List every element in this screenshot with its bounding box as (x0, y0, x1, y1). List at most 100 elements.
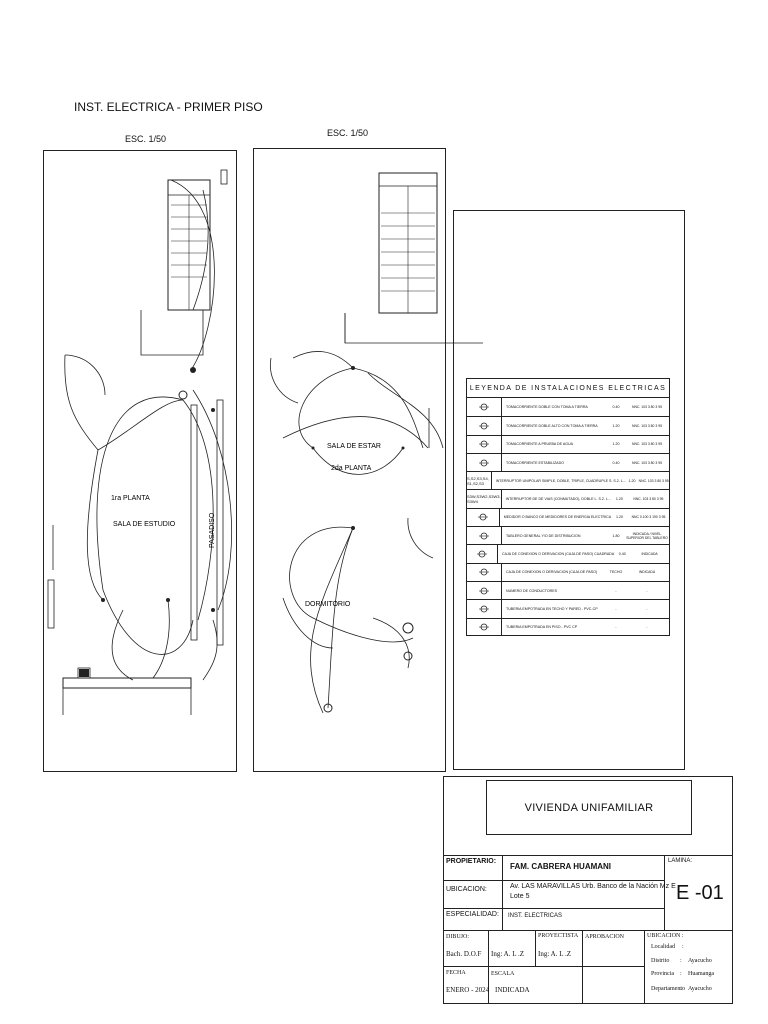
plan2-floor-label: 2da PLANTA (331, 465, 372, 472)
legend-height: 1.20 (628, 478, 636, 483)
legend-height: 0.40 (618, 552, 626, 557)
plan2-room2-label: DORMITORIO (305, 601, 351, 608)
legend-height: 1.20 (612, 442, 620, 447)
legend-table: LEYENDA DE INSTALACIONES ELECTRICAS TOMA… (466, 378, 670, 636)
legend-height: - (615, 606, 617, 611)
sheet-title: INST. ELECTRICA - PRIMER PISO (74, 100, 263, 114)
province-label: Provincia (651, 971, 674, 977)
scale-value: INDICADA (495, 986, 530, 994)
rule-1 (443, 855, 733, 856)
legend-height: 0.40 (612, 405, 620, 410)
legend-desc: MEDIDOR O BANCO DE MEDIDORES DE ENERGIA … (503, 515, 612, 520)
dept-label: Departamento (651, 986, 685, 992)
plan1-floor-label: 1ra PLANTA (111, 495, 150, 502)
drawing-label: DIBUJO: (446, 934, 470, 940)
legend-height: - (615, 625, 617, 630)
legend-height: - (615, 588, 617, 593)
district-label: Distrito (651, 958, 670, 964)
legend-row: MEDIDOR O BANCO DE MEDIDORES DE ENERGIA … (467, 507, 669, 527)
legend-row: CAJA DE CONEXION O DERIVACION (CAJA DE P… (467, 544, 669, 563)
vrule-2 (664, 855, 665, 930)
legend-note: NNC. 103 3 80 3 95 (632, 423, 662, 428)
legend-desc: TOMACORRIENTE ESTABILIZADO (506, 460, 564, 465)
rule-5 (443, 966, 644, 967)
legend-desc: INTERRUPTOR UNIPOLAR SIMPLE, DOBLE, TRIP… (495, 478, 626, 483)
project-name-box: VIVIENDA UNIFAMILIAR (486, 780, 692, 835)
plan2-room1-label: SALA DE ESTAR (327, 443, 381, 450)
legend-desc: CAJA DE CONEXION O DERIVACION (CAJA DE P… (502, 552, 615, 557)
junction-box-square-icon (467, 545, 498, 563)
legend-note: INDICADA (641, 552, 658, 557)
junction-box-round-icon (467, 563, 502, 581)
legend-code: S3W,S3W2,S3W3, S3W4 (467, 494, 501, 505)
dept-colon: : (680, 986, 682, 992)
drawing-value-2: Ing: A. L .Z (491, 950, 524, 958)
outlet-double-high-icon (467, 417, 502, 435)
drawing-value: Bach. D.O.F (446, 950, 482, 958)
legend-note: - (646, 606, 648, 611)
district-colon: : (680, 958, 682, 964)
locality-value: : (682, 944, 684, 950)
vrule-6 (644, 930, 645, 1004)
legend-row: CAJA DE CONEXION O DERIVACION (CAJA DE P… (467, 562, 669, 581)
scale-label-right: ESC. 1/50 (327, 128, 369, 138)
legend-note: INDICADA / NIVEL SUPERIOR DEL TABLERO (626, 531, 668, 540)
vrule-5 (582, 930, 583, 1004)
location-label: UBICACION: (446, 886, 487, 893)
legend-desc: TOMACORRIENTE A PRUEBA DE AGUA (506, 442, 574, 447)
legend-frame (453, 210, 685, 770)
legend-note: NNC. 103 3 80 3 95 (632, 405, 662, 410)
legend-desc: INTERRUPTOR DE DE VIAS (CONMUTADO), DOBL… (505, 497, 611, 502)
district-value: Ayacucho (688, 958, 712, 964)
legend-note: - (646, 588, 648, 593)
date-label: FECHA (446, 970, 466, 976)
legend-height: TECHO (609, 570, 623, 575)
legend-note: NNC. 103 3 80 3 95 (638, 478, 669, 483)
sheet-number: E -01 (676, 882, 724, 904)
outlet-double-ground-icon (467, 398, 502, 417)
legend-title: LEYENDA DE INSTALACIONES ELECTRICAS (467, 379, 669, 398)
designer-value: Ing: A. L .Z (538, 950, 571, 958)
legend-desc: TOMACORRIENTE DOBLE ALTO CON TOMA A TIER… (506, 423, 598, 428)
province-value: Huamanga (688, 971, 714, 977)
legend-desc: TUBERIA EMPOTRADA EN TECHO Y PARED - PVC… (506, 606, 598, 611)
rule-4 (443, 930, 733, 931)
legend-desc: NUMERO DE CONDUCTORES (506, 588, 558, 593)
designer-label: PROYECTISTA (538, 933, 579, 939)
legend-desc: TUBERIA EMPOTRADA EN PISO - PVC CP (506, 625, 578, 630)
legend-note: INDICADA (638, 570, 656, 575)
legend-note: - (646, 625, 648, 630)
title-block (443, 776, 733, 1004)
meter-icon (467, 508, 500, 527)
legend-height: 1.20 (615, 497, 623, 502)
legend-note: NNC. 103 3 80 3 95 (632, 442, 662, 447)
plan1-frame (43, 150, 237, 772)
legend-height: 1.20 (616, 515, 624, 520)
legend-desc: TABLERO GENERAL Y/O DE DISTRIBUCION (506, 533, 581, 538)
location-value-2: Lote 5 (510, 893, 530, 900)
legend-row: TOMACORRIENTE DOBLE ALTO CON TOMA A TIER… (467, 416, 669, 435)
approval-label: APROBACION (585, 934, 625, 940)
switch-3way-icon: S3W,S3W2,S3W3, S3W4 (467, 490, 502, 508)
sheet-label: LAMINA: (668, 858, 693, 864)
legend-note: NNC 0.100 3 190 3 95 (631, 515, 666, 520)
date-value: ENERO - 2024 (446, 986, 490, 994)
conduit-floor-icon (467, 618, 502, 636)
rule-3 (443, 908, 664, 909)
conduit-ceiling-icon (467, 600, 502, 618)
specialty-label: ESPECIALIDAD: (446, 911, 499, 918)
rule-2 (443, 880, 664, 881)
vrule-3 (488, 930, 489, 1004)
plan2-frame (253, 148, 446, 772)
legend-height: 1.20 (612, 423, 620, 428)
scale-label: ESCALA (491, 971, 515, 977)
legend-code: S,S2,S3,S4, S1,S2,S3 (467, 475, 489, 486)
legend-row: TUBERIA EMPOTRADA EN PISO - PVC CP - - (467, 617, 669, 636)
legend-row: TOMACORRIENTE A PRUEBA DE AGUA 1.20 NNC. 1… (467, 434, 669, 453)
owner-label: PROPIETARIO: (446, 858, 497, 865)
outlet-waterproof-icon (467, 435, 502, 453)
vrule-4 (535, 930, 536, 966)
legend-row: TUBERIA EMPOTRADA EN TECHO Y PARED - PVC… (467, 599, 669, 618)
